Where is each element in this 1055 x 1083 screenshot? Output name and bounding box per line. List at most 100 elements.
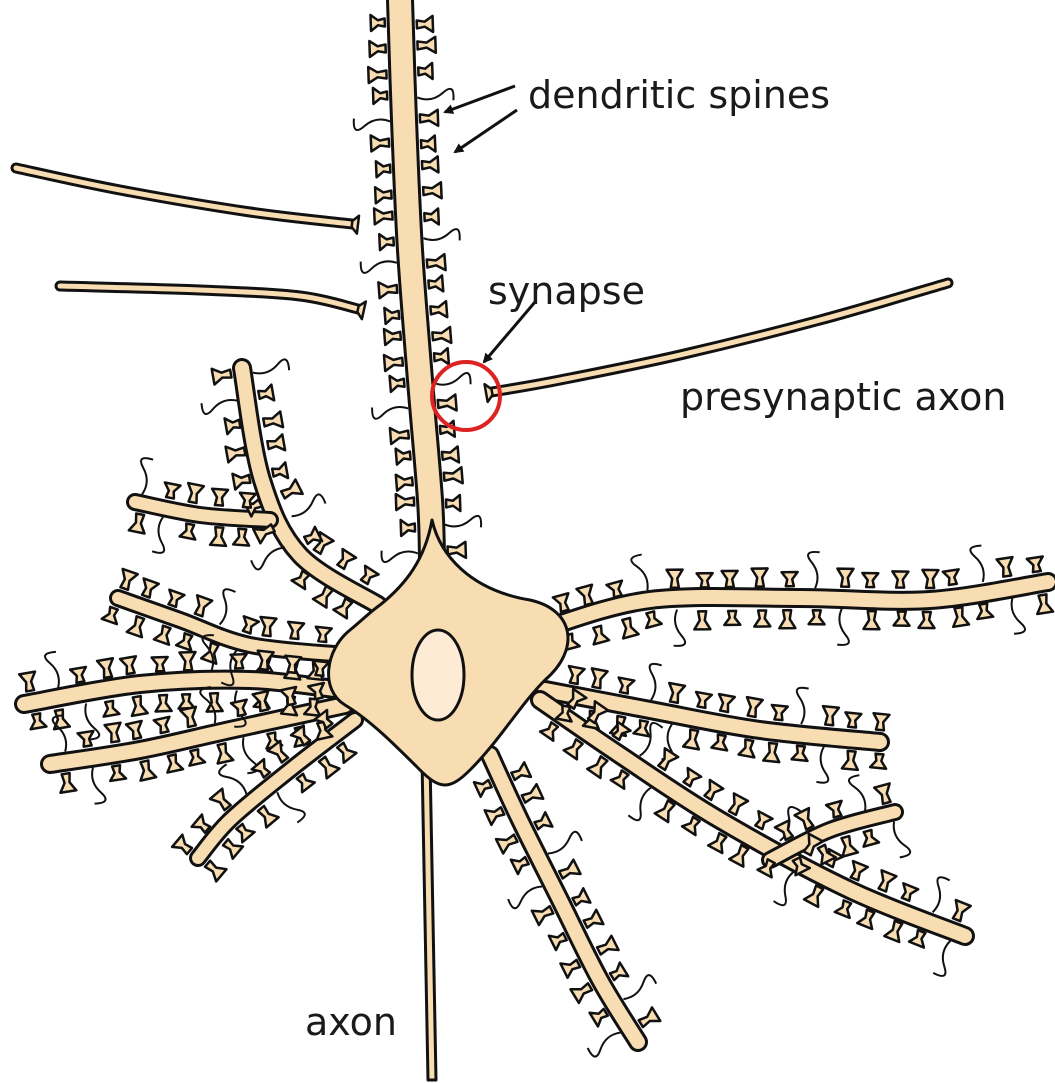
dendritic-spine <box>874 783 890 804</box>
dendritic-spine <box>763 743 779 762</box>
dendritic-spine <box>782 572 798 586</box>
dendritic-spine <box>417 37 435 53</box>
dendritic-spine <box>154 626 171 645</box>
dendritic-spine <box>430 301 447 317</box>
dendritic-spine <box>884 921 902 942</box>
dendritic-spine <box>292 571 310 589</box>
dendritic-spine <box>375 187 392 203</box>
dendritic-spine <box>258 385 274 401</box>
filopodium <box>548 832 582 854</box>
filopodium <box>797 688 809 724</box>
dendritic-spine <box>842 751 858 770</box>
dendritic-spine <box>127 616 144 637</box>
filopodium <box>933 877 950 912</box>
dendritic-spine <box>218 743 234 763</box>
dendritic-spine <box>156 695 172 711</box>
dendritic-spine <box>379 234 394 250</box>
filopodium <box>808 552 820 588</box>
filopodium <box>382 551 418 562</box>
dendritic-spine <box>571 983 593 1003</box>
dendritic-spine <box>384 355 403 371</box>
dendritic-spine <box>176 633 192 650</box>
label-arrows <box>445 86 535 362</box>
presynaptic-bouton <box>352 216 359 234</box>
dendritic-spine <box>639 1007 661 1027</box>
dendritic-spine <box>142 578 159 597</box>
dendritic-spine <box>267 434 285 450</box>
dendritic-spine <box>1027 557 1043 573</box>
dendritic-spine <box>201 643 218 664</box>
filopodium <box>837 609 849 645</box>
dendrite-branches <box>24 0 1048 1042</box>
filopodium <box>894 822 910 858</box>
dendritic-spine <box>61 773 77 793</box>
dendritic-spine <box>1037 594 1053 614</box>
dendritic-spine <box>553 593 569 612</box>
dendritic-spines-label: dendritic spines <box>528 76 830 114</box>
dendritic-spine <box>540 722 558 740</box>
dendritic-spine <box>188 483 204 503</box>
dendritic-spine <box>747 697 763 717</box>
dendritic-spine <box>779 610 795 628</box>
dendritic-spine <box>189 749 205 765</box>
presynaptic-axon-label: presynaptic axon <box>680 378 1006 416</box>
dendritic-spine <box>384 308 399 324</box>
dendritic-spine <box>485 807 505 825</box>
dendritic-spine <box>396 494 414 510</box>
presynaptic-fiber-upper-outline <box>16 168 352 224</box>
dendritic-spine <box>390 376 405 392</box>
dendritic-spine <box>423 182 442 198</box>
dendritic-spine <box>655 800 675 822</box>
dendritic-spine <box>739 740 755 758</box>
dendritic-spine <box>110 765 126 781</box>
dendritic-spine <box>438 395 457 411</box>
dendritic-spine <box>474 780 492 797</box>
dendritic-spine <box>141 760 157 780</box>
nucleus <box>412 630 464 720</box>
filopodium <box>623 975 656 999</box>
dendritic-spine <box>902 883 918 900</box>
filopodium <box>849 775 865 811</box>
dendritic-spine <box>233 529 249 546</box>
filopodium <box>933 941 950 976</box>
dendritic-spine <box>421 136 436 152</box>
dendritic-spine <box>851 861 868 880</box>
dendritic-spine <box>243 616 259 633</box>
dendritic-spine <box>667 570 683 588</box>
dendritic-spine <box>894 612 910 626</box>
dendritic-spine <box>297 774 315 792</box>
dendritic-spine <box>683 768 701 786</box>
filopodium <box>277 792 304 822</box>
dendritic-spine <box>434 348 449 364</box>
dendritic-spine <box>417 16 433 32</box>
dendritic-spine <box>390 428 409 444</box>
axon-shaft <box>422 760 436 1080</box>
dendritic-spine <box>683 730 699 750</box>
dendritic-spine <box>569 666 585 684</box>
dendritic-spine <box>253 691 269 711</box>
dendritic-spine <box>418 63 432 79</box>
filopodium <box>508 887 542 909</box>
dendritic-spine <box>192 815 210 833</box>
dendritic-spine <box>874 713 890 730</box>
dendritic-spine <box>369 41 385 57</box>
dendritic-spine <box>804 885 823 907</box>
dendritic-spine <box>446 495 460 511</box>
dendritic-spine <box>304 527 322 544</box>
dendritic-spine <box>313 586 333 608</box>
dendritic-spine <box>428 275 443 291</box>
dendritic-spine <box>129 513 145 533</box>
presynaptic-fiber-lower <box>60 286 358 309</box>
dendritic-spine <box>722 571 738 587</box>
filopodium <box>816 746 828 782</box>
dendritic-spine <box>837 569 853 587</box>
dendritic-spine <box>708 833 726 853</box>
filopodium <box>354 119 390 130</box>
dendritic-spine <box>319 757 339 779</box>
dendritic-spine <box>704 780 723 800</box>
dendritic-spine <box>261 617 277 636</box>
dendritic-spine <box>105 723 121 743</box>
dendritic-spine <box>180 707 196 727</box>
dendritic-spine <box>316 627 332 642</box>
dendritic-spine <box>210 527 226 546</box>
